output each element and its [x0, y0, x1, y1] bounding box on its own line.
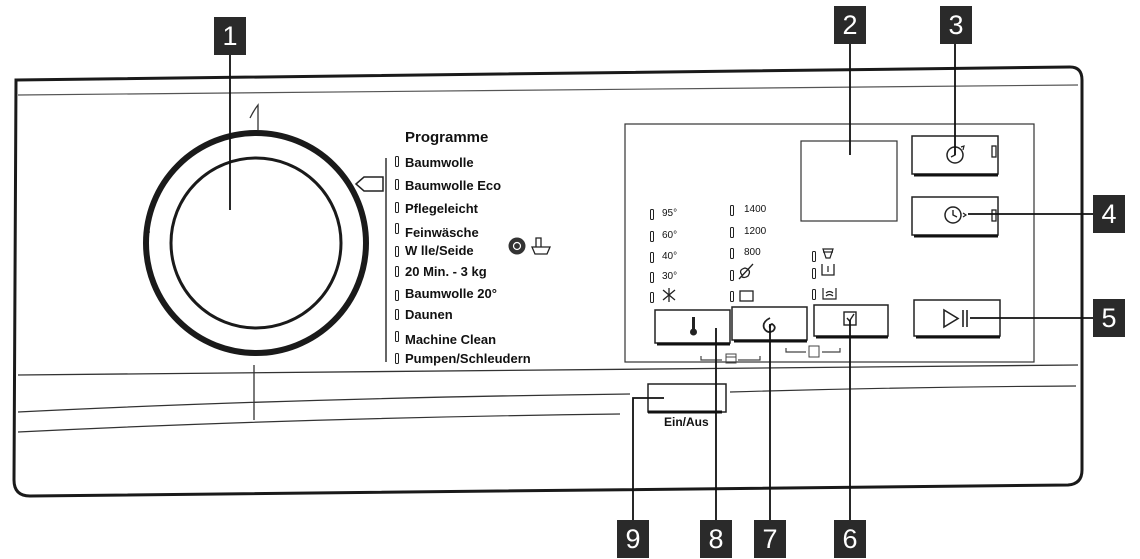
callout-6: 6 [834, 520, 866, 558]
start-pause-icon [943, 308, 968, 329]
callout-3: 3 [940, 6, 972, 44]
temperature-indicator [650, 231, 654, 242]
spin-indicator [730, 291, 734, 302]
temperature-label: 95° [662, 208, 678, 219]
options-button[interactable] [813, 304, 889, 339]
callout-8: 8 [700, 520, 732, 558]
programme-indicator [395, 309, 399, 320]
no-spin-icon [738, 263, 754, 280]
temperature-label: 30° [662, 271, 678, 282]
programme-item: Baumwolle [405, 155, 474, 170]
stain-icon [822, 248, 834, 259]
prewash-icon [821, 264, 835, 276]
spin-label: 1200 [744, 226, 767, 237]
temperature-label: 40° [662, 251, 678, 262]
display-screen [800, 140, 898, 222]
callout-2: 2 [834, 6, 866, 44]
woolmark-icon [508, 237, 526, 255]
spin-indicator [730, 205, 734, 216]
programme-indicator [395, 266, 399, 277]
option-indicator [812, 289, 816, 300]
callout-7: 7 [754, 520, 786, 558]
temperature-icon [690, 317, 697, 336]
programme-indicator [395, 353, 399, 364]
programme-item: Feinwäsche [405, 225, 479, 240]
programme-indicator [395, 223, 399, 234]
time-manager-button[interactable] [911, 196, 999, 238]
programme-item: Baumwolle Eco [405, 178, 502, 193]
option-indicator [812, 268, 816, 279]
programme-indicator [395, 331, 399, 342]
programme-item: W lle/Seide [405, 243, 474, 258]
programme-item: Baumwolle 20° [405, 286, 497, 301]
programme-item: Pumpen/Schleudern [405, 351, 531, 366]
rinse-hold-icon [739, 290, 754, 302]
programme-indicator [395, 179, 399, 190]
callout-5: 5 [1093, 299, 1125, 337]
temperature-label: 60° [662, 230, 678, 241]
temperature-indicator [650, 252, 654, 263]
programme-indicator [395, 246, 399, 257]
spin-indicator [730, 270, 734, 281]
programmes-title: Programme [405, 129, 489, 146]
programme-indicator [395, 202, 399, 213]
callout-4: 4 [1093, 195, 1125, 233]
cold-icon [662, 288, 676, 302]
spin-indicator [730, 248, 734, 259]
extra-rinse-icon [822, 288, 837, 300]
handwash-icon [531, 237, 551, 255]
spin-label: 1400 [744, 204, 767, 215]
programme-indicator [395, 156, 399, 167]
programme-item: 20 Min. - 3 kg [405, 264, 487, 279]
option-indicator [812, 251, 816, 262]
temperature-button[interactable] [654, 309, 731, 346]
spin-indicator [730, 227, 734, 238]
temperature-indicator [650, 272, 654, 283]
spin-label: 800 [744, 247, 761, 258]
programme-indicator [395, 290, 399, 301]
temperature-indicator [650, 209, 654, 220]
programme-selector-dial[interactable] [143, 130, 369, 356]
programme-item: Machine Clean [405, 332, 497, 347]
callout-9: 9 [617, 520, 649, 558]
temperature-indicator [650, 292, 654, 303]
programme-item: Daunen [405, 307, 453, 322]
callout-1: 1 [214, 17, 246, 55]
programme-item: Pflegeleicht [405, 201, 478, 216]
dial-pointer-icon [354, 176, 384, 192]
power-label: Ein/Aus [664, 415, 709, 429]
time-manager-icon [944, 206, 968, 224]
